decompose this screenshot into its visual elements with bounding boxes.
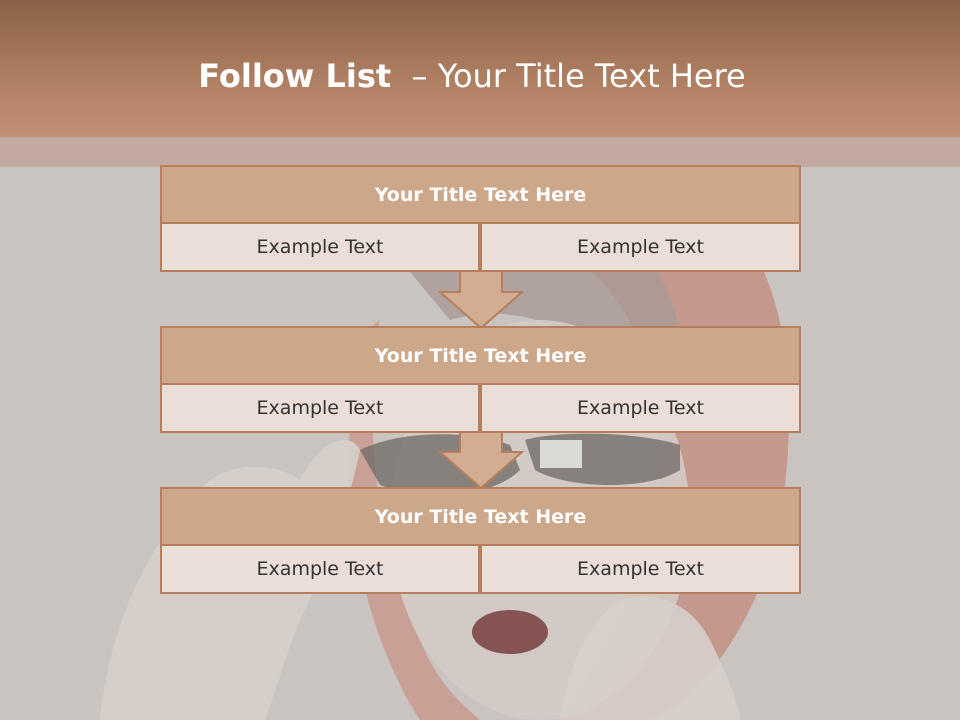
slide-title-bold: Follow List: [198, 57, 392, 95]
list-block-2: Your Title Text Here Example Text Exampl…: [160, 326, 801, 433]
block-text-left[interactable]: Example Text: [160, 383, 480, 433]
block-text-left[interactable]: Example Text: [160, 222, 480, 272]
list-block-1: Your Title Text Here Example Text Exampl…: [160, 165, 801, 272]
block-title[interactable]: Your Title Text Here: [160, 326, 801, 385]
down-arrow-icon: [438, 270, 524, 330]
block-title[interactable]: Your Title Text Here: [160, 165, 801, 224]
slide-title-rest: – Your Title Text Here: [411, 57, 746, 95]
block-text-right[interactable]: Example Text: [480, 544, 801, 594]
title-header-bar: Follow List – Your Title Text Here: [0, 0, 960, 137]
block-text-right[interactable]: Example Text: [480, 383, 801, 433]
block-text-left[interactable]: Example Text: [160, 544, 480, 594]
block-text-right[interactable]: Example Text: [480, 222, 801, 272]
header-band: [0, 137, 960, 167]
block-title[interactable]: Your Title Text Here: [160, 487, 801, 546]
list-block-3: Your Title Text Here Example Text Exampl…: [160, 487, 801, 594]
down-arrow-icon: [438, 430, 524, 490]
slide-title: Follow List – Your Title Text Here: [0, 54, 944, 98]
